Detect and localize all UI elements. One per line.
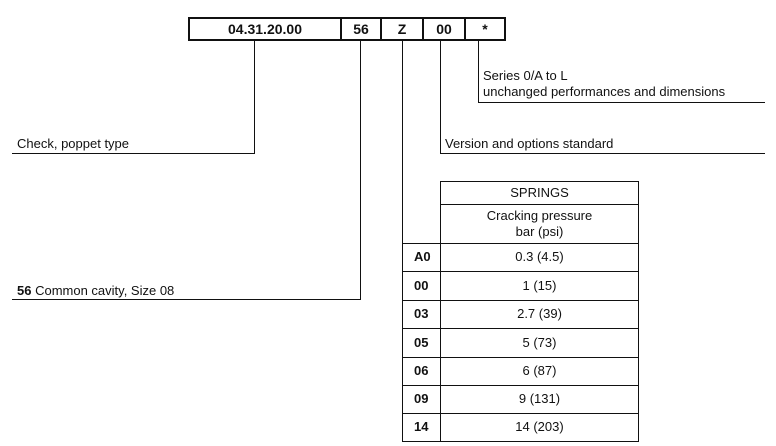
table-row-value: 14 (203) xyxy=(515,419,564,434)
table-row-value: 9 (131) xyxy=(518,391,561,406)
table-row-value: 2.7 (39) xyxy=(517,306,562,321)
table-row-code: 06 xyxy=(414,363,429,378)
table-row-value: 5 (73) xyxy=(522,334,557,350)
table-subheader-line1: Cracking pressure xyxy=(486,208,593,223)
label-series-line1: Series 0/A to L xyxy=(483,68,568,83)
code-segment-version-text: 00 xyxy=(436,21,452,37)
leader-cavity-horizontal xyxy=(12,299,361,300)
label-series-line2: unchanged performances and dimensions xyxy=(483,84,726,99)
row-separator xyxy=(402,328,639,329)
code-segment-spring-text: Z xyxy=(397,21,407,37)
leader-spring-vertical xyxy=(402,41,403,441)
table-subheader: Cracking pressure bar (psi) xyxy=(441,205,638,243)
label-cavity-text: Common cavity, Size 08 xyxy=(31,283,175,298)
table-top-border xyxy=(440,181,639,182)
row-separator xyxy=(402,413,639,414)
row-separator xyxy=(402,357,639,358)
leader-check-horizontal xyxy=(12,153,255,154)
table-row-code: 00 xyxy=(414,277,429,293)
row-separator xyxy=(402,385,639,386)
code-segment-series: * xyxy=(466,17,506,41)
label-cavity: 56 Common cavity, Size 08 xyxy=(17,283,174,299)
row-separator xyxy=(402,243,639,244)
row-separator xyxy=(402,300,639,301)
table-row-value: 0.3 (4.5) xyxy=(515,249,564,264)
table-header-divider xyxy=(440,204,639,205)
label-series: Series 0/A to L unchanged performances a… xyxy=(483,68,725,100)
table-row-code: 14 xyxy=(414,419,429,434)
leader-check-vertical xyxy=(254,41,255,153)
table-row-code: A0 xyxy=(414,249,431,264)
table-header: SPRINGS xyxy=(510,184,569,200)
table-row-code: 09 xyxy=(414,391,429,406)
label-version: Version and options standard xyxy=(445,136,614,151)
table-row-code: 05 xyxy=(414,334,429,350)
code-segment-base: 04.31.20.00 xyxy=(188,17,342,41)
code-segment-base-text: 04.31.20.00 xyxy=(228,21,302,37)
code-segment-series-text: * xyxy=(482,21,488,37)
row-separator xyxy=(402,271,639,272)
label-cavity-code: 56 xyxy=(17,283,32,298)
leader-series-horizontal xyxy=(478,102,765,103)
table-right-border xyxy=(638,181,639,442)
table-row-value: 1 (15) xyxy=(522,277,557,293)
leader-series-vertical xyxy=(478,41,479,102)
leader-cavity-vertical xyxy=(360,41,361,299)
code-segment-cavity: 56 xyxy=(342,17,382,41)
table-row-code: 03 xyxy=(414,306,429,321)
table-bottom-border xyxy=(402,441,639,442)
code-segment-cavity-text: 56 xyxy=(353,21,369,37)
leader-version-horizontal xyxy=(440,153,765,154)
table-col-divider xyxy=(440,181,441,442)
label-check-poppet: Check, poppet type xyxy=(17,136,130,151)
code-segment-version: 00 xyxy=(424,17,466,41)
table-row-value: 6 (87) xyxy=(522,363,557,378)
code-segment-spring: Z xyxy=(382,17,424,41)
leader-version-vertical xyxy=(440,41,441,153)
table-subheader-line2: bar (psi) xyxy=(515,224,564,239)
